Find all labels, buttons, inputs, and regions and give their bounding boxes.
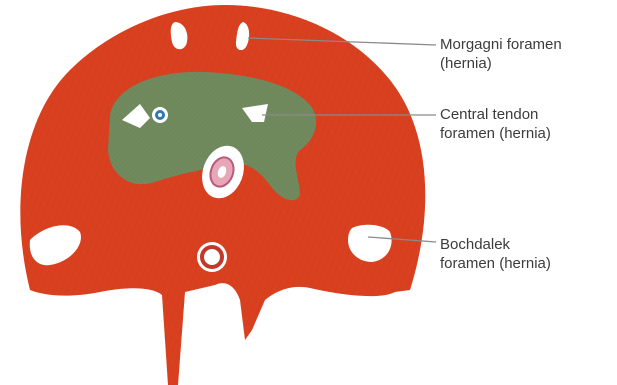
label-bochdalek-line2: foramen (hernia) <box>440 254 551 273</box>
label-bochdalek-foramen: Bochdalek foramen (hernia) <box>440 235 551 273</box>
label-bochdalek-line1: Bochdalek <box>440 235 551 254</box>
label-central-line1: Central tendon <box>440 105 551 124</box>
label-morgagni-foramen: Morgagni foramen (hernia) <box>440 35 562 73</box>
label-central-tendon-foramen: Central tendon foramen (hernia) <box>440 105 551 143</box>
caval-foramen-lumen <box>158 113 162 117</box>
label-central-line2: foramen (hernia) <box>440 124 551 143</box>
label-morgagni-line1: Morgagni foramen <box>440 35 562 54</box>
aorta-lumen <box>208 253 216 261</box>
label-morgagni-line2: (hernia) <box>440 54 562 73</box>
